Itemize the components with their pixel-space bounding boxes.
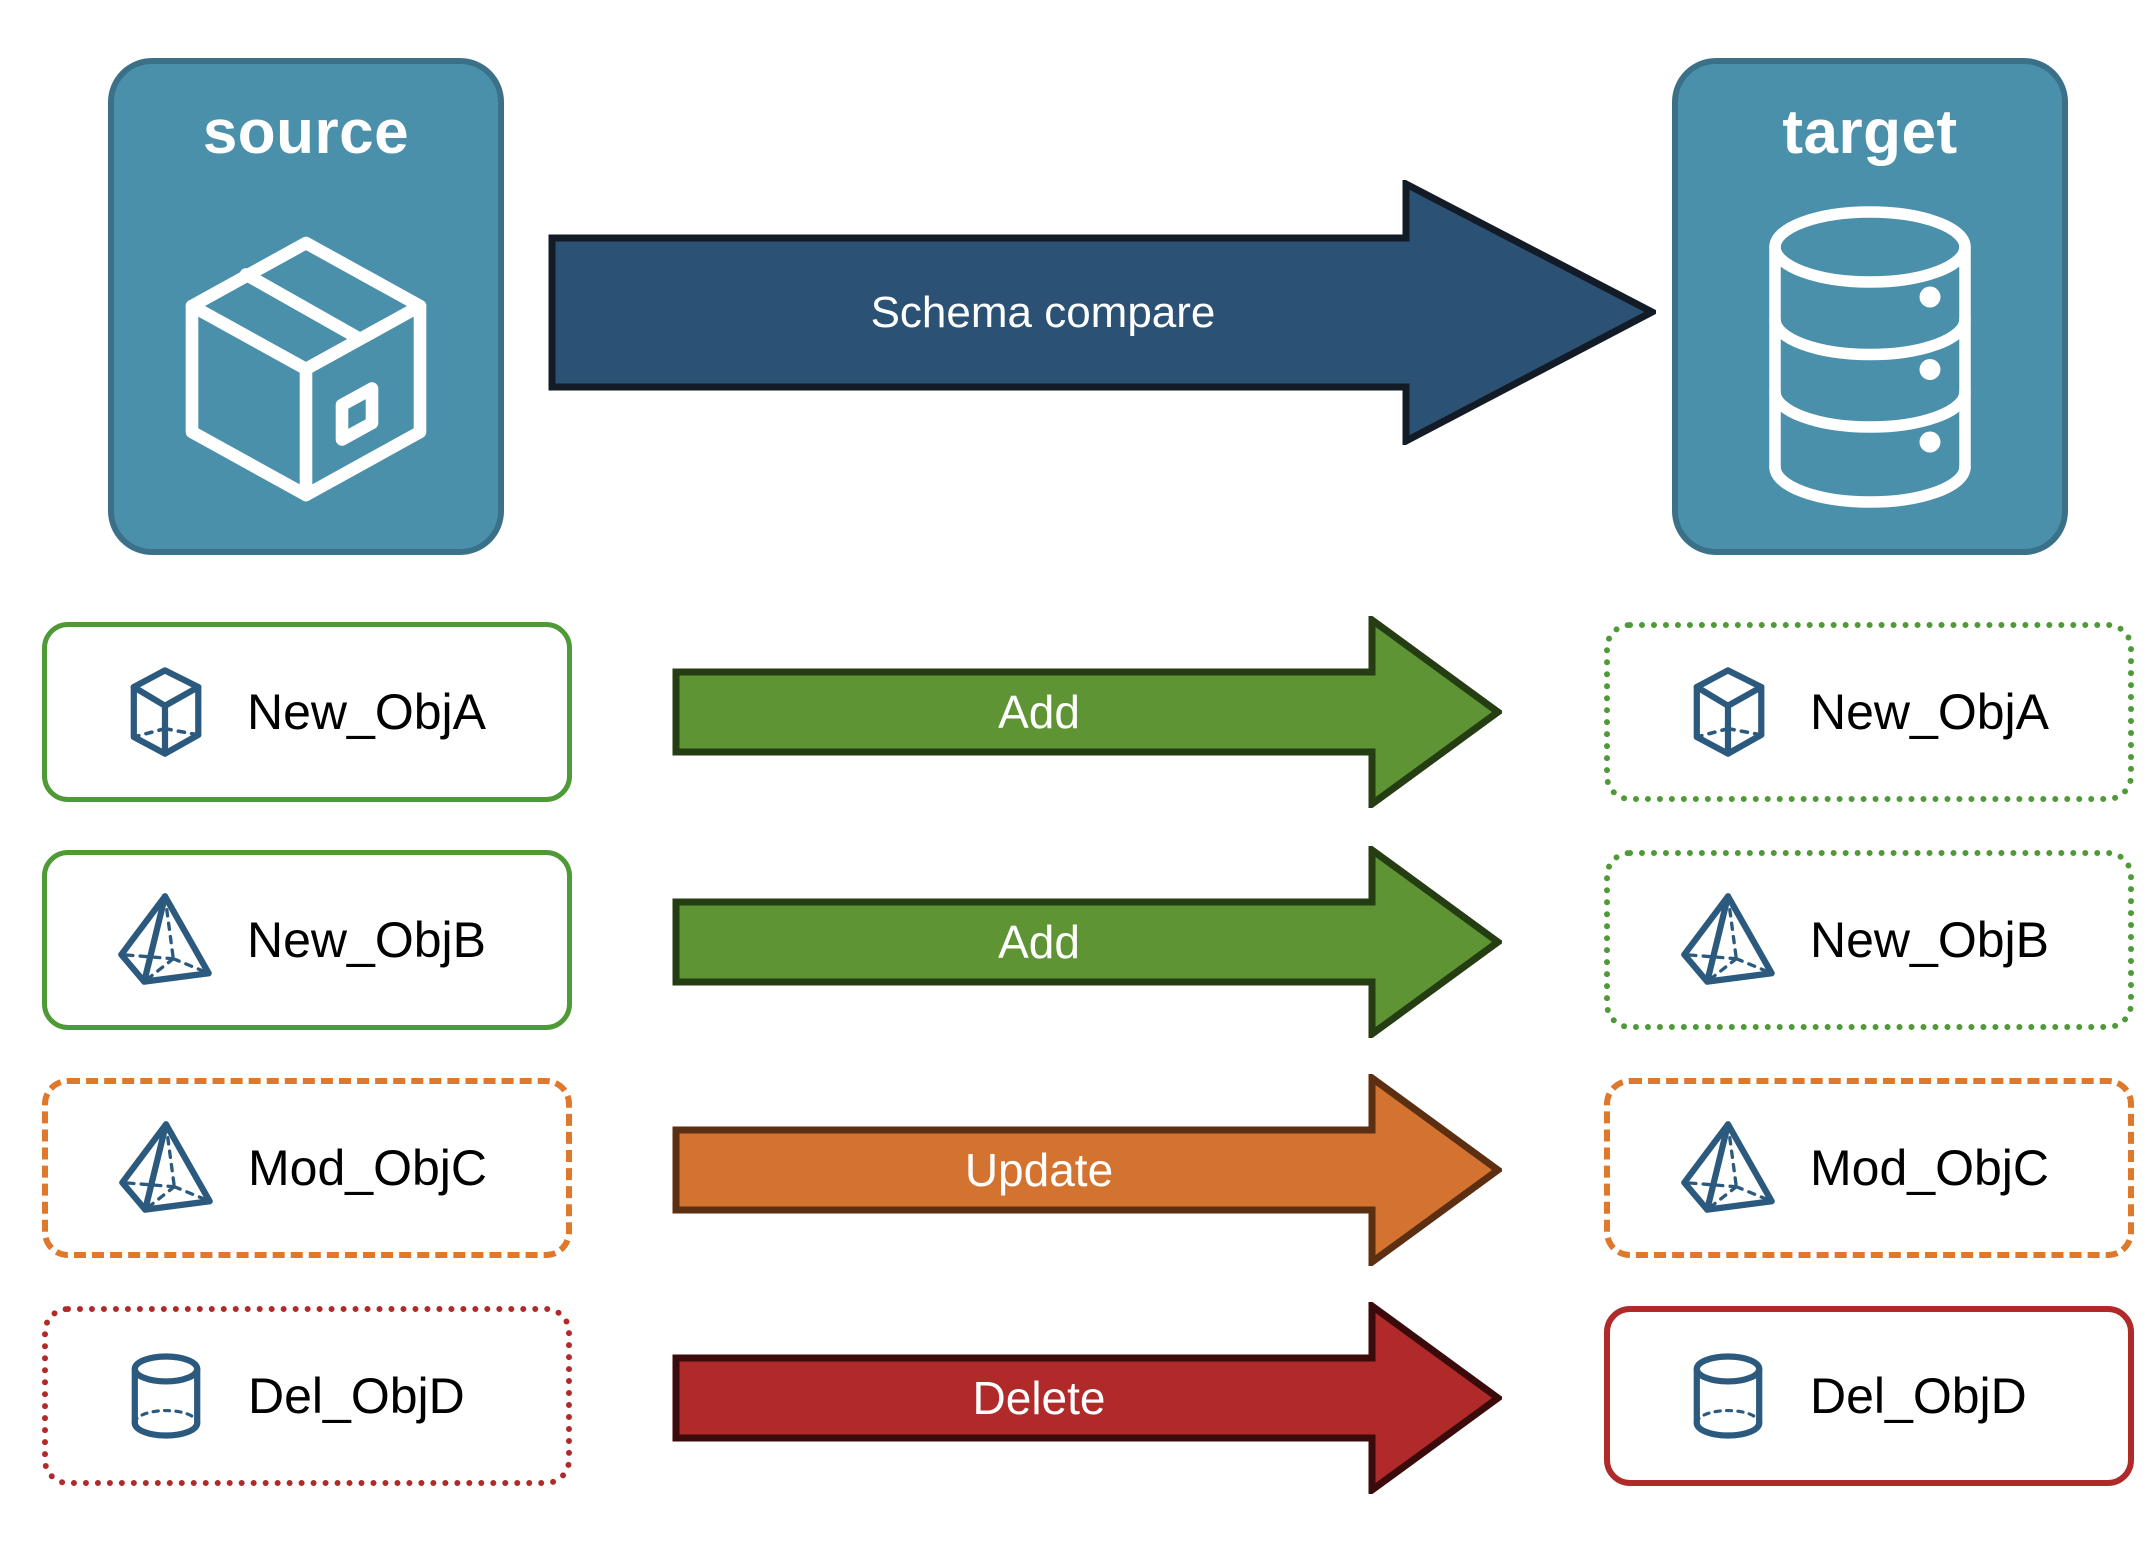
cube-wireframe-icon [1676,660,1780,764]
pyramid-wireframe-icon [1676,888,1780,992]
source-endpoint-card: source [108,58,504,555]
cylinder-wireframe-icon [1676,1344,1780,1448]
pyramid-wireframe-icon [114,1116,218,1220]
target-object-card-2[interactable]: Mod_ObjC [1604,1078,2134,1258]
action-arrow-1: Add [672,843,1504,1041]
pyramid-wireframe-icon [113,888,217,992]
source-object-label-0: New_ObjA [247,684,486,740]
source-object-card-3[interactable]: Del_ObjD [42,1306,572,1486]
source-object-label-3: Del_ObjD [248,1368,465,1424]
target-endpoint-card: target [1672,58,2068,555]
pyramid-wireframe-icon [1676,1116,1780,1220]
action-arrow-2: Update [672,1071,1504,1269]
cube-wireframe-icon [113,660,217,764]
target-title: target [1782,98,1958,167]
target-object-card-1[interactable]: New_ObjB [1604,850,2134,1030]
target-object-label-3: Del_ObjD [1810,1368,2027,1424]
action-arrow-0: Add [672,613,1504,811]
package-cube-icon [114,164,498,549]
target-object-label-1: New_ObjB [1810,912,2049,968]
schema-compare-arrow: Schema compare [548,178,1660,447]
source-object-card-1[interactable]: New_ObjB [42,850,572,1030]
target-object-card-0[interactable]: New_ObjA [1604,622,2134,802]
action-arrow-3: Delete [672,1299,1504,1497]
target-object-card-3[interactable]: Del_ObjD [1604,1306,2134,1486]
source-object-card-0[interactable]: New_ObjA [42,622,572,802]
source-object-label-1: New_ObjB [247,912,486,968]
target-object-label-0: New_ObjA [1810,684,2049,740]
source-object-label-2: Mod_ObjC [248,1140,487,1196]
database-cylinder-icon [1678,164,2062,549]
target-object-label-2: Mod_ObjC [1810,1140,2049,1196]
source-object-card-2[interactable]: Mod_ObjC [42,1078,572,1258]
source-title: source [202,98,410,167]
cylinder-wireframe-icon [114,1344,218,1448]
